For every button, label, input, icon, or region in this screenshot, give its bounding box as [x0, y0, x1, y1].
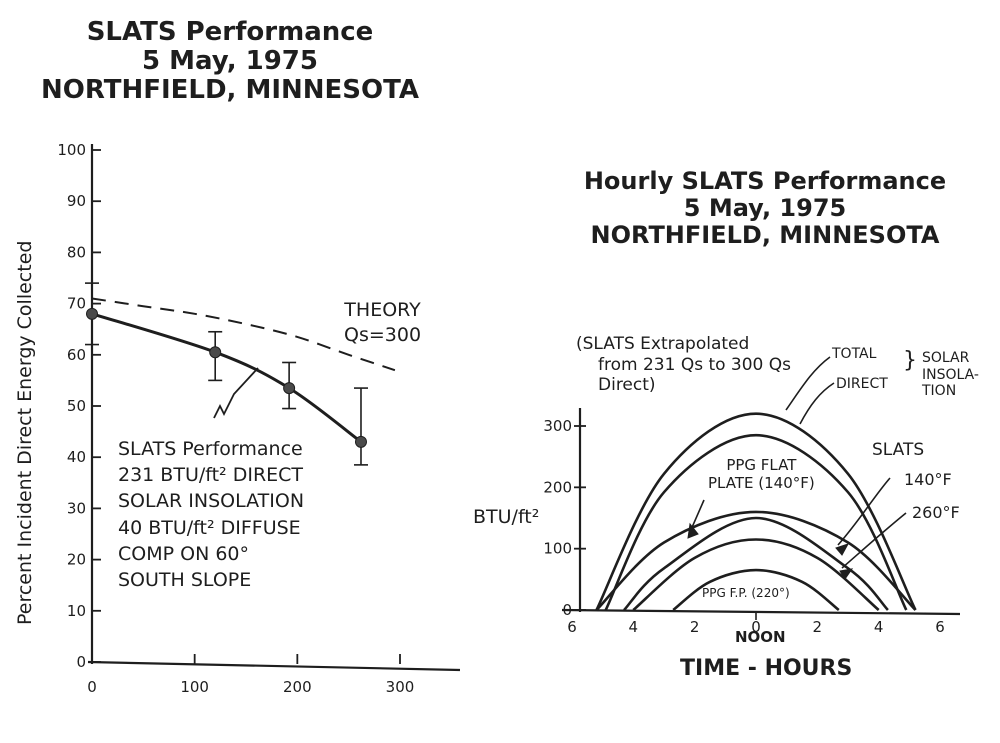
left-y-tick-label: 60	[67, 346, 86, 364]
ppg-flat-arrowhead	[687, 522, 699, 539]
total-label: TOTAL	[832, 346, 877, 362]
solar-insolation-line-2: INSOLA-	[922, 366, 979, 383]
right-chart: 0 100 200 300 6 4 2 0 2 4 6	[543, 356, 961, 636]
left-title-line-1: SLATS Performance	[86, 17, 374, 47]
solar-insolation-line-1: SOLAR	[922, 350, 970, 366]
left-y-tick-label: 20	[67, 551, 86, 569]
right-x-tick-label: 6	[567, 618, 577, 636]
right-title-line-2: 5 May, 1975	[683, 193, 847, 222]
right-x-tick-label: 0	[751, 618, 761, 636]
right-x-tick-label: 4	[874, 618, 884, 636]
right-y-tick-label: 300	[543, 417, 572, 435]
slats-label: SLATS	[872, 440, 925, 460]
extrapolated-line-2: from 231 Qs to 300 Qs	[598, 354, 792, 375]
left-y-tick-label: 90	[67, 192, 86, 210]
theory-label-line-2: Qs=300	[344, 323, 422, 346]
right-x-tick-label: 2	[813, 618, 823, 636]
direct-label: DIRECT	[836, 376, 888, 392]
left-y-tick-label: 0	[76, 653, 86, 671]
slats-note-line-1: SLATS Performance	[118, 438, 303, 460]
slats-data-point	[209, 346, 222, 359]
slats-260-arrowhead	[839, 568, 854, 580]
right-x-tick-label: 6	[935, 618, 945, 636]
left-chart: 0 10 20 30 40 50 60 70 80 90 100 0 100 200 300	[57, 141, 461, 696]
slats-140-arrowhead	[835, 543, 850, 556]
slats-data-point	[283, 382, 296, 395]
extrapolated-note: (SLATS Extrapolated from 231 Qs to 300 Q…	[576, 334, 791, 396]
left-y-tick-label: 70	[67, 295, 86, 313]
hourly-series-line	[623, 516, 889, 611]
temp-140-label: 140°F	[904, 470, 952, 489]
extrapolated-line-3: Direct)	[598, 375, 656, 396]
right-x-axis-label: TIME - HOURS	[680, 656, 853, 681]
hourly-series-line	[595, 412, 917, 611]
temp-260-label: 260°F	[912, 503, 960, 522]
left-x-axis	[87, 660, 461, 672]
right-y-axis-label: BTU/ft²	[473, 506, 540, 528]
left-y-tick-label: 100	[57, 141, 86, 159]
ppg-fp-220-label: PPG F.P. (220°)	[702, 586, 790, 600]
slats-note-line-5: COMP ON 60°	[118, 542, 249, 565]
hourly-series-line	[672, 568, 840, 612]
brace-icon: }	[903, 348, 917, 373]
ppg-flat-line-2: PLATE (140°F)	[708, 474, 815, 492]
left-y-tick-label: 40	[67, 448, 86, 466]
left-chart-title: SLATS Performance 5 May, 1975 NORTHFIELD…	[40, 17, 420, 106]
theory-label: THEORY Qs=300	[344, 298, 421, 347]
solar-insolation-label: SOLAR INSOLA- TION	[922, 350, 979, 400]
left-x-tick-label: 0	[87, 678, 97, 696]
slats-note-line-3: SOLAR INSOLATION	[118, 490, 305, 513]
right-y-tick-label: 200	[543, 478, 572, 496]
slats-pointer-squiggle	[213, 367, 259, 419]
theory-series-line	[91, 297, 396, 372]
right-title-line-3: NORTHFIELD, MINNESOTA	[590, 220, 940, 249]
slats-data-point	[86, 307, 98, 320]
left-x-tick-label: 300	[386, 678, 415, 696]
right-x-tick-label: 2	[690, 618, 700, 636]
direct-pointer	[799, 382, 835, 425]
right-y-tick-label: 100	[543, 540, 572, 558]
left-y-tick-label: 10	[67, 602, 86, 620]
left-title-line-2: 5 May, 1975	[142, 46, 318, 77]
theory-label-line-1: THEORY	[344, 299, 421, 321]
slats-140-pointer	[837, 477, 891, 546]
hourly-series-line	[595, 510, 917, 611]
right-x-tick-label: 4	[629, 618, 639, 636]
slats-data-point	[354, 435, 367, 448]
left-y-tick-label: 50	[67, 397, 86, 415]
right-x-axis	[561, 608, 961, 616]
slats-260-pointer	[841, 512, 907, 569]
solar-insolation-line-3: TION	[922, 383, 957, 400]
right-title-line-1: Hourly SLATS Performance	[583, 167, 947, 195]
left-x-tick-label: 200	[283, 678, 312, 696]
slats-series-line	[91, 312, 362, 444]
hourly-series-line	[604, 433, 908, 611]
left-y-tick-label: 30	[67, 499, 86, 517]
right-y-tick-label: 0	[562, 601, 572, 619]
hourly-series-line	[632, 538, 880, 611]
total-pointer	[785, 356, 831, 411]
left-x-tick-label: 100	[180, 678, 209, 696]
extrapolated-line-1: (SLATS Extrapolated	[576, 334, 750, 354]
left-title-line-3: NORTHFIELD, MINNESOTA	[41, 75, 419, 106]
noon-label: NOON	[735, 628, 786, 646]
slats-note-line-4: 40 BTU/ft² DIFFUSE	[118, 516, 301, 539]
ppg-flat-plate-label: PPG FLAT PLATE (140°F)	[708, 456, 815, 492]
left-y-tick-label: 80	[67, 243, 86, 261]
ppg-flat-line-1: PPG FLAT	[726, 456, 797, 474]
right-chart-title: Hourly SLATS Performance 5 May, 1975 NOR…	[575, 168, 955, 249]
slats-note-line-6: SOUTH SLOPE	[118, 569, 252, 592]
slats-note-line-2: 231 BTU/ft² DIRECT	[118, 464, 304, 487]
slats-performance-note: SLATS Performance 231 BTU/ft² DIRECT SOL…	[118, 436, 304, 593]
